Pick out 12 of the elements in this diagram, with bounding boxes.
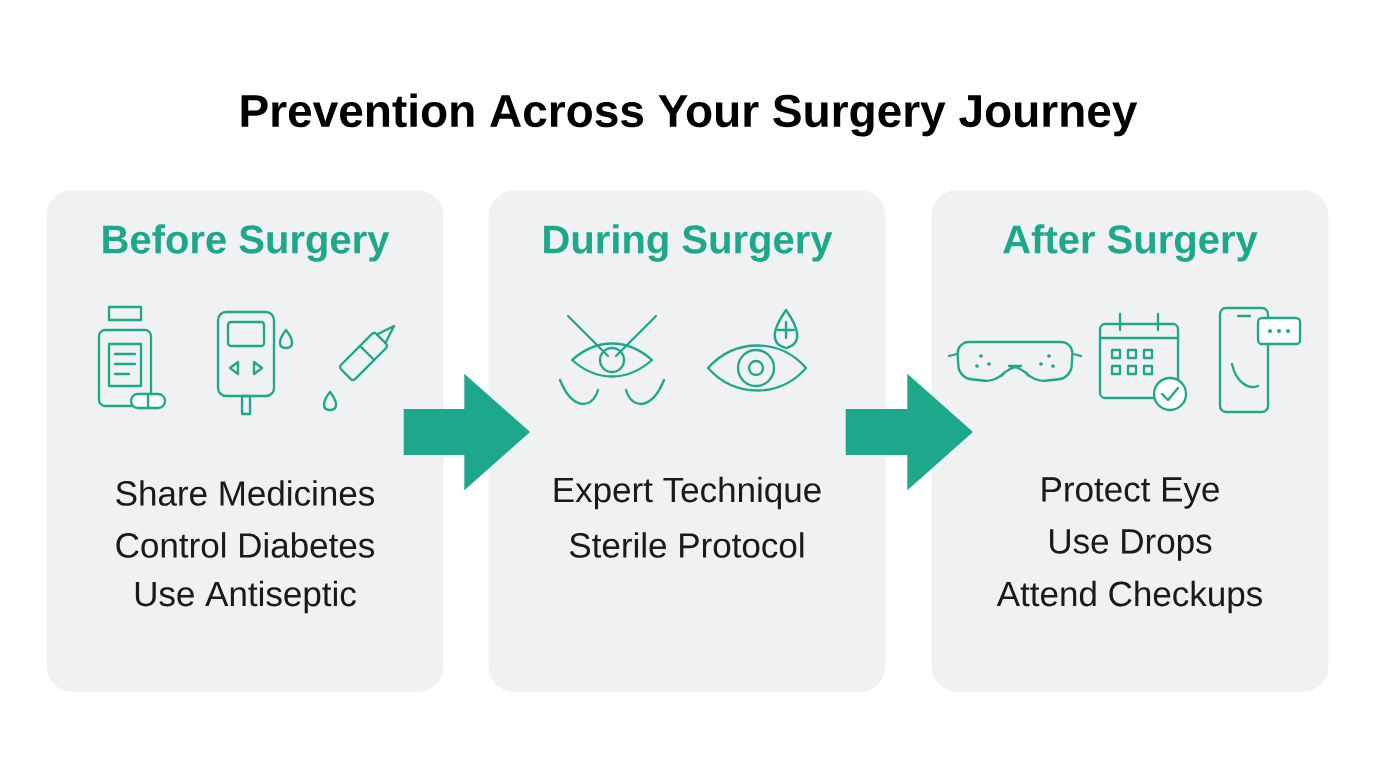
step-text: Share Medicines xyxy=(116,480,374,506)
step-text: Expert Technique xyxy=(554,476,821,510)
step-text: Protect Eye xyxy=(1042,477,1219,509)
step-text: Use Drops xyxy=(1050,529,1212,561)
step-text: Attend Checkups xyxy=(996,580,1262,614)
step-text: Sterile Protocol xyxy=(569,532,804,558)
stage-heading: After Surgery xyxy=(1003,224,1258,262)
stage-heading: Before Surgery xyxy=(103,224,390,262)
stage-heading: During Surgery xyxy=(544,224,833,262)
title: Prevention Across Your Surgery Journey xyxy=(241,93,1138,137)
step-text: Control Diabetes xyxy=(116,532,374,558)
step-text: Use Antiseptic xyxy=(135,580,356,614)
